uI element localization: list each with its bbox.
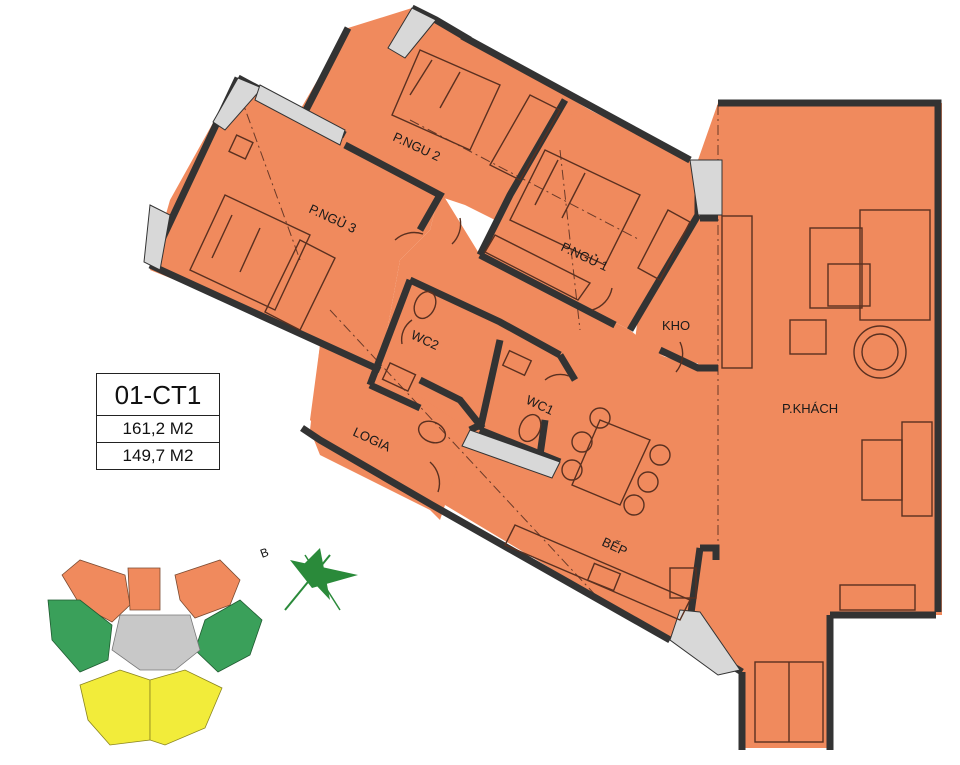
door-swing [675, 341, 684, 373]
storage-area [635, 215, 718, 368]
toilet-icon [518, 413, 542, 443]
stove-icon [669, 567, 697, 599]
unit-code: 01-CT1 [97, 374, 219, 416]
door-swing [394, 231, 424, 241]
door-swing [400, 319, 413, 345]
key-plan [47, 559, 263, 746]
logia-area [310, 345, 470, 520]
bed-icon [509, 149, 641, 266]
unit-area-usable: 149,7 M2 [97, 442, 219, 469]
wardrobe-icon [484, 234, 592, 301]
furniture [189, 49, 933, 743]
dining-table-icon [571, 419, 651, 506]
door-swing [451, 217, 462, 245]
door-swing [591, 287, 613, 311]
keyplan-unit-yellow [149, 669, 223, 746]
columns [143, 7, 741, 676]
central-area [310, 190, 718, 640]
toilet-icon [413, 290, 437, 320]
washer-icon [417, 420, 447, 444]
unit-area-total: 161,2 M2 [122, 419, 194, 438]
washbasin-icon [381, 361, 417, 393]
label-living: P.KHÁCH [782, 401, 838, 416]
door-swing [429, 461, 441, 493]
desk-icon [637, 209, 691, 281]
washbasin-icon [501, 349, 533, 377]
keyplan-unit-orange [127, 567, 161, 611]
keyplan-core [111, 614, 201, 671]
kitchen-counter-icon [504, 524, 691, 621]
wardrobe-icon [489, 94, 561, 181]
label-storage: KHO [662, 318, 690, 333]
keyplan-unit-yellow [79, 669, 151, 746]
compass: B [258, 545, 358, 611]
bed-icon [391, 49, 501, 151]
keyplan-unit-orange [174, 559, 241, 619]
unit-info-box: 01-CT1 161,2 M2 149,7 M2 [96, 373, 220, 470]
sink-icon [586, 562, 622, 592]
room-fills [150, 8, 942, 748]
round-table-icon [853, 325, 907, 379]
cabinet-icon [721, 215, 753, 369]
living-room-area [690, 103, 942, 748]
compass-letter: B [258, 545, 270, 561]
sofa-icon [859, 209, 931, 321]
armchair-icon [789, 319, 827, 355]
bed-icon [189, 194, 311, 311]
keyplan-unit-green [47, 599, 113, 673]
door-swing [544, 373, 570, 381]
wardrobe-icon [264, 239, 336, 331]
